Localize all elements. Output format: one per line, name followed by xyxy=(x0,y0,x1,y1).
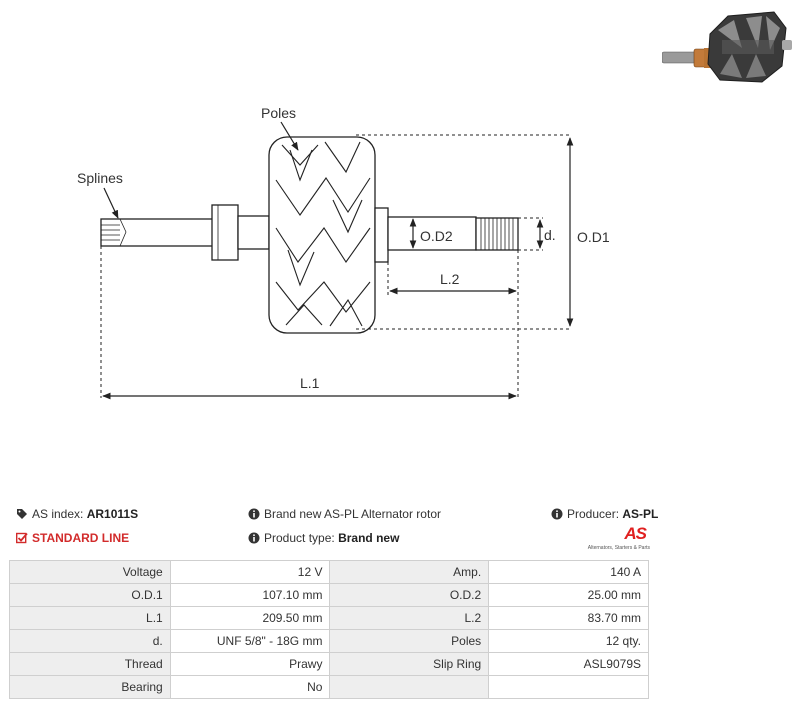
as-index-label: AS index: xyxy=(32,507,84,521)
tag-icon xyxy=(17,509,27,519)
standard-line-badge: STANDARD LINE xyxy=(16,531,129,545)
spec-value: 12 V xyxy=(169,560,331,584)
spec-label: O.D.2 xyxy=(329,583,490,607)
spec-label: Slip Ring xyxy=(329,652,490,676)
spec-label: d. xyxy=(9,629,171,653)
od2-label: O.D2 xyxy=(420,228,453,244)
standard-line-label: STANDARD LINE xyxy=(32,531,130,545)
rear-shaft xyxy=(387,216,477,251)
spec-label: Voltage xyxy=(9,560,171,584)
splines-leader xyxy=(103,187,119,219)
product-type-label: Product type: xyxy=(264,531,335,545)
od1-label: O.D1 xyxy=(577,229,610,245)
d-label: d. xyxy=(544,227,556,243)
info-icon xyxy=(551,508,563,520)
product-photo xyxy=(662,11,792,83)
bearing-collar xyxy=(211,204,239,261)
info-icon xyxy=(248,508,260,520)
spec-value xyxy=(488,675,649,699)
spec-value: 25.00 mm xyxy=(488,583,649,607)
product-description: Brand new AS-PL Alternator rotor xyxy=(248,507,441,521)
producer-label: Producer: xyxy=(567,507,620,521)
spec-value: 83.70 mm xyxy=(488,606,649,630)
logo-tagline: Alternators, Starters & Parts xyxy=(587,545,650,551)
poles-leader xyxy=(280,121,299,151)
poles-label: Poles xyxy=(261,105,296,121)
spec-value: 140 A xyxy=(488,560,649,584)
logo-mark: AS xyxy=(624,524,647,543)
spec-label: Amp. xyxy=(329,560,490,584)
spec-value: No xyxy=(169,675,331,699)
description-text: Brand new AS-PL Alternator rotor xyxy=(264,507,441,521)
splined-shaft xyxy=(100,218,214,247)
producer: Producer: AS-PL xyxy=(551,507,658,521)
spec-label xyxy=(329,675,490,699)
spec-value: Prawy xyxy=(169,652,331,676)
spec-value: 12 qty. xyxy=(488,629,649,653)
l1-label: L.1 xyxy=(300,375,320,391)
spec-label: O.D.1 xyxy=(9,583,171,607)
spec-label: Thread xyxy=(9,652,171,676)
as-index-value: AR1011S xyxy=(86,507,139,521)
product-type: Product type: Brand new xyxy=(248,531,399,545)
as-pl-logo: AS Alternators, Starters & Parts xyxy=(584,524,650,554)
spec-value: ASL9079S xyxy=(488,652,649,676)
spec-label: Poles xyxy=(329,629,490,653)
spec-label: L.1 xyxy=(9,606,171,630)
splines-label: Splines xyxy=(77,170,123,186)
producer-value: AS-PL xyxy=(622,507,659,521)
pole-body xyxy=(268,136,376,334)
rotor-diagram: Poles Splines O.D2 d. O.D1 L.2 L.1 xyxy=(77,105,610,400)
spec-value: 209.50 mm xyxy=(169,606,331,630)
checkbox-checked-icon xyxy=(16,532,28,544)
as-index: AS index: AR1011S xyxy=(16,507,138,521)
spec-label: Bearing xyxy=(9,675,171,699)
l2-label: L.2 xyxy=(440,271,460,287)
product-type-value: Brand new xyxy=(338,531,400,545)
spec-value: UNF 5/8" - 18G mm xyxy=(169,629,331,653)
spec-value: 107.10 mm xyxy=(169,583,331,607)
spec-label: L.2 xyxy=(329,606,490,630)
info-icon xyxy=(248,532,260,544)
